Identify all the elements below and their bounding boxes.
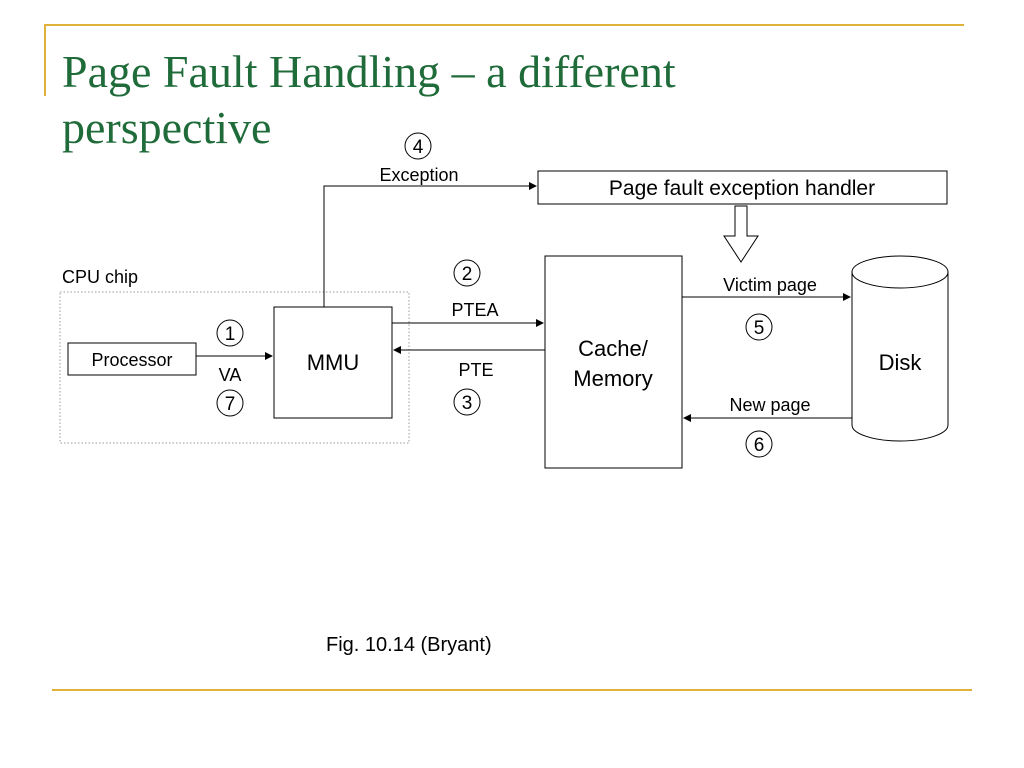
svg-text:3: 3	[462, 393, 473, 414]
slide-title: Page Fault Handling – a different perspe…	[62, 46, 676, 153]
bottom-rule	[52, 689, 972, 691]
svg-text:4: 4	[413, 137, 424, 158]
pte-label: PTE	[458, 360, 493, 380]
svg-text:7: 7	[225, 394, 236, 415]
mmu-label: MMU	[307, 350, 360, 375]
disk-cylinder	[851, 255, 949, 442]
cache-memory-box	[544, 255, 683, 469]
step-marker-2: 2	[453, 259, 481, 287]
step-marker-3: 3	[453, 388, 481, 416]
new-page-label: New page	[729, 395, 810, 415]
step-marker-7: 7	[216, 389, 244, 417]
figure-caption: Fig. 10.14 (Bryant)	[326, 634, 492, 656]
processor-label: Processor	[91, 350, 172, 370]
svg-text:1: 1	[225, 324, 236, 345]
disk-label: Disk	[879, 350, 923, 375]
victim-page-label: Victim page	[723, 275, 817, 295]
ptea-label: PTEA	[451, 300, 498, 320]
step-marker-4: 4	[404, 132, 432, 160]
step-marker-5: 5	[745, 313, 773, 341]
mmu-box	[273, 306, 393, 419]
processor-box	[67, 342, 197, 376]
left-rule	[44, 24, 46, 96]
svg-text:5: 5	[754, 318, 765, 339]
va-label: VA	[219, 365, 242, 385]
exception-label: Exception	[379, 165, 458, 185]
handler-label: Page fault exception handler	[609, 177, 875, 200]
cache-memory-label-line1: Cache/	[578, 336, 649, 361]
handler-box	[537, 170, 948, 205]
cache-memory-label-line2: Memory	[573, 366, 652, 391]
handler-to-memory-arrow	[723, 205, 759, 263]
step-marker-1: 1	[216, 319, 244, 347]
exception-arrow	[323, 182, 537, 307]
svg-text:2: 2	[462, 264, 473, 285]
top-rule	[44, 24, 964, 26]
step-marker-6: 6	[745, 430, 773, 458]
cpu-chip-label: CPU chip	[62, 267, 138, 287]
svg-text:6: 6	[754, 435, 765, 456]
cpu-chip-region	[59, 291, 410, 444]
